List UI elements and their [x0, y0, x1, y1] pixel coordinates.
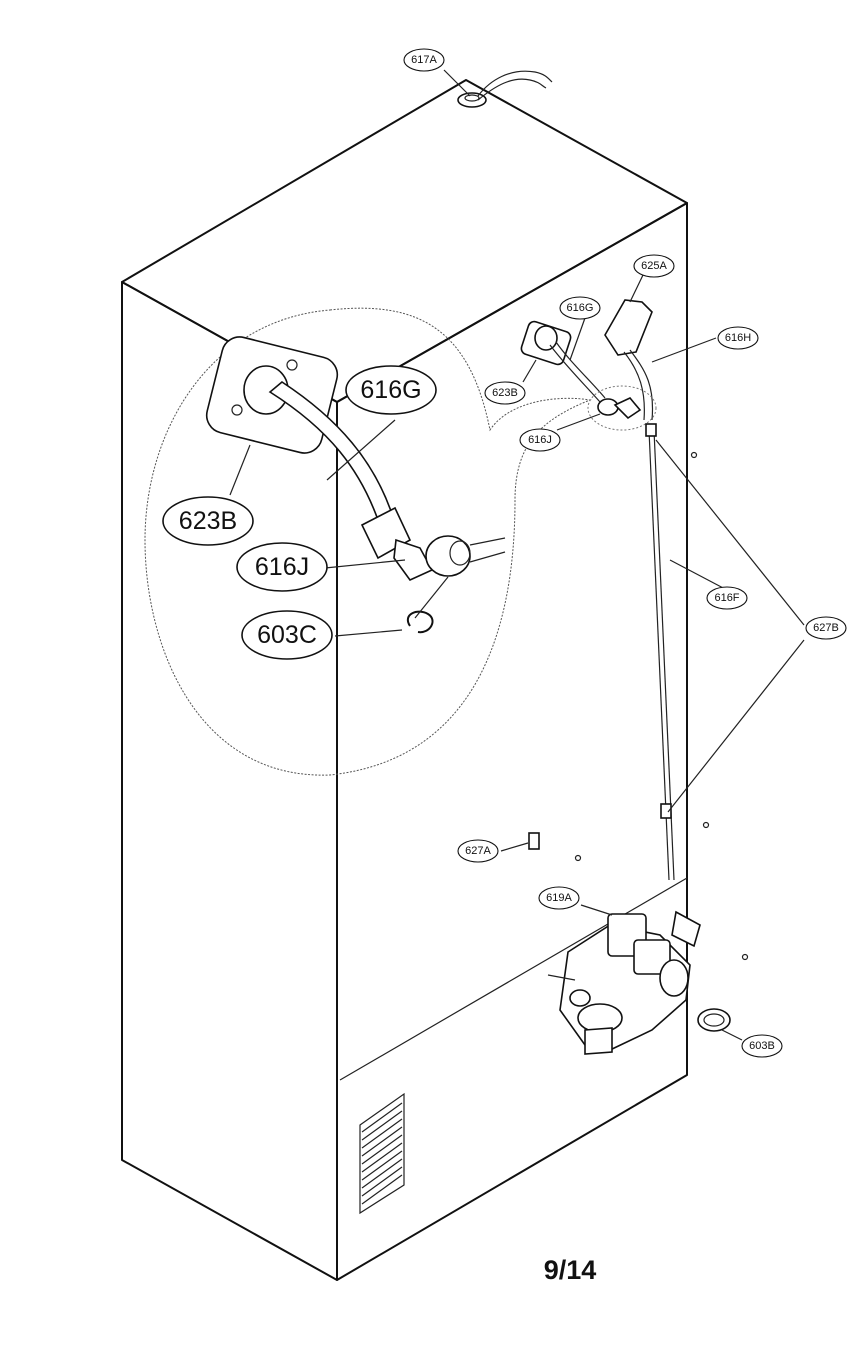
page-number: 9/14	[543, 1255, 597, 1285]
cabinet-back	[336, 202, 688, 1281]
callout-616h-label: 616H	[725, 332, 751, 344]
detail-callout-603c: 603C	[241, 610, 333, 660]
cabinet-top	[121, 79, 688, 403]
callout-616g-label: 616G	[567, 302, 594, 314]
detail-callout-616j-label: 616J	[255, 553, 309, 581]
callout-627a: 627A	[457, 839, 499, 863]
elbow-616j-detail	[393, 538, 434, 581]
callout-616f: 616F	[706, 586, 748, 610]
callout-625a: 625A	[633, 254, 675, 278]
tube-coupler	[645, 423, 657, 437]
callout-627a-label: 627A	[465, 845, 491, 857]
callout-619a: 619A	[538, 886, 580, 910]
callout-625a-label: 625A	[641, 260, 667, 272]
callout-627b-label: 627B	[813, 622, 839, 634]
clip-603c-detail	[407, 610, 434, 634]
detail-callout-623b: 623B	[162, 496, 254, 546]
callout-616j: 616J	[519, 428, 561, 452]
water-valve-619a	[547, 910, 701, 1055]
callout-617a: 617A	[403, 48, 445, 72]
detail-callout-616g: 616G	[345, 365, 437, 415]
part-625a	[604, 299, 653, 356]
detail-callout-616g-label: 616G	[360, 376, 421, 404]
leader-lines	[229, 274, 805, 1041]
detail-callout-616j: 616J	[236, 542, 328, 592]
clamp-603b	[697, 1008, 731, 1032]
callout-603b-label: 603B	[749, 1040, 775, 1052]
callout-603b: 603B	[741, 1034, 783, 1058]
callout-616f-label: 616F	[714, 592, 739, 604]
callout-623b-label: 623B	[492, 387, 518, 399]
callout-617a-label: 617A	[411, 54, 437, 66]
grommet-617a	[443, 69, 553, 108]
callout-619a-label: 619A	[546, 892, 572, 904]
hose-assembly	[520, 299, 749, 961]
callout-616g: 616G	[559, 296, 601, 320]
callout-616h: 616H	[717, 326, 759, 350]
detail-callout-623b-label: 623B	[179, 507, 237, 535]
lower-panel-edge	[339, 877, 688, 1081]
callout-616j-label: 616J	[528, 434, 552, 446]
detail-callout-603c-label: 603C	[257, 621, 317, 649]
detail-bubble	[144, 307, 592, 776]
callout-627b: 627B	[805, 616, 847, 640]
callout-623b: 623B	[484, 381, 526, 405]
vent-grille	[359, 1092, 405, 1215]
refrigerator-cabinet	[121, 79, 688, 1281]
